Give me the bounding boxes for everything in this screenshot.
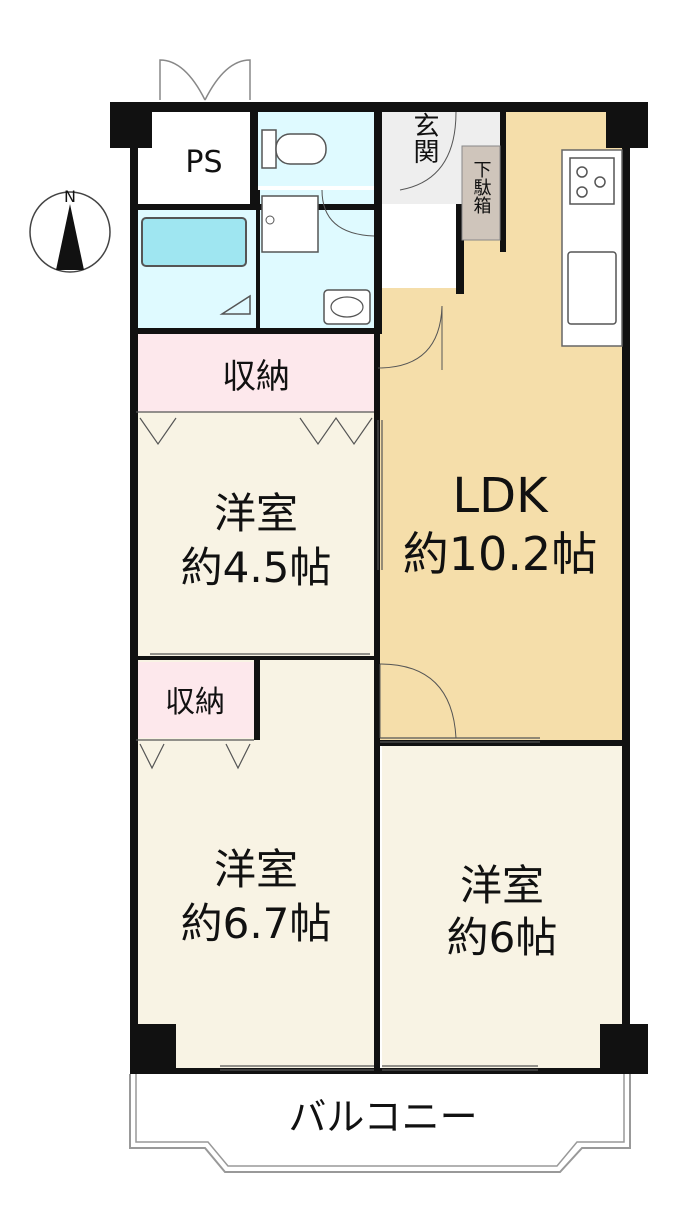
entrance-door-swing [399,111,457,191]
ldk-lower-door-swing [379,663,457,739]
ps-area [136,112,250,204]
sliding-doors [150,420,540,1071]
storage-upper-label: 収納 [222,357,290,397]
storage-upper-area [136,334,376,412]
toilet-tank [261,129,277,169]
shoe-box-label: 下駄箱 [471,160,492,214]
western-room-lower-right-area: 約6帖 [447,913,558,962]
walls [110,102,648,1074]
western-room-lower-left-name: 洋室 [214,845,298,894]
compass-label: N [64,187,76,206]
balcony-label: バルコニー [288,1095,477,1139]
balcony-outline [129,1074,631,1173]
western-room-upper-area: 約4.5帖 [181,543,332,592]
stove [569,157,615,205]
kitchen-sink [567,251,617,325]
toilet-door-swing [321,189,375,237]
western-room-lower-right-name: 洋室 [460,861,544,910]
washbasin [323,289,371,325]
bath-drain-mark [219,294,251,315]
storage-lower-label: 収納 [165,685,225,720]
bathtub [141,217,247,267]
storage-lower-area [136,662,254,738]
ldk-area: 約10.2帖 [403,527,597,581]
compass-icon: N [29,187,111,273]
entrance-label: 玄関 [409,112,439,164]
ldk-name: LDK [452,468,549,524]
balcony-outline-inner [135,1074,625,1167]
western-room-upper-name: 洋室 [214,489,298,538]
entrance-hall-floor [378,204,462,288]
toilet-bowl [275,133,327,165]
western-room-lower-left-area: 約6.7帖 [181,899,332,948]
western-room-lower-right-floor [382,744,624,1070]
shoe-box [461,145,501,241]
western-room-upper-floor [136,412,376,658]
ps-door-swing [159,59,251,101]
ps-label: PS [185,145,222,180]
closet-door-marks [136,411,374,770]
ldk-entry-door-swing [377,305,443,369]
